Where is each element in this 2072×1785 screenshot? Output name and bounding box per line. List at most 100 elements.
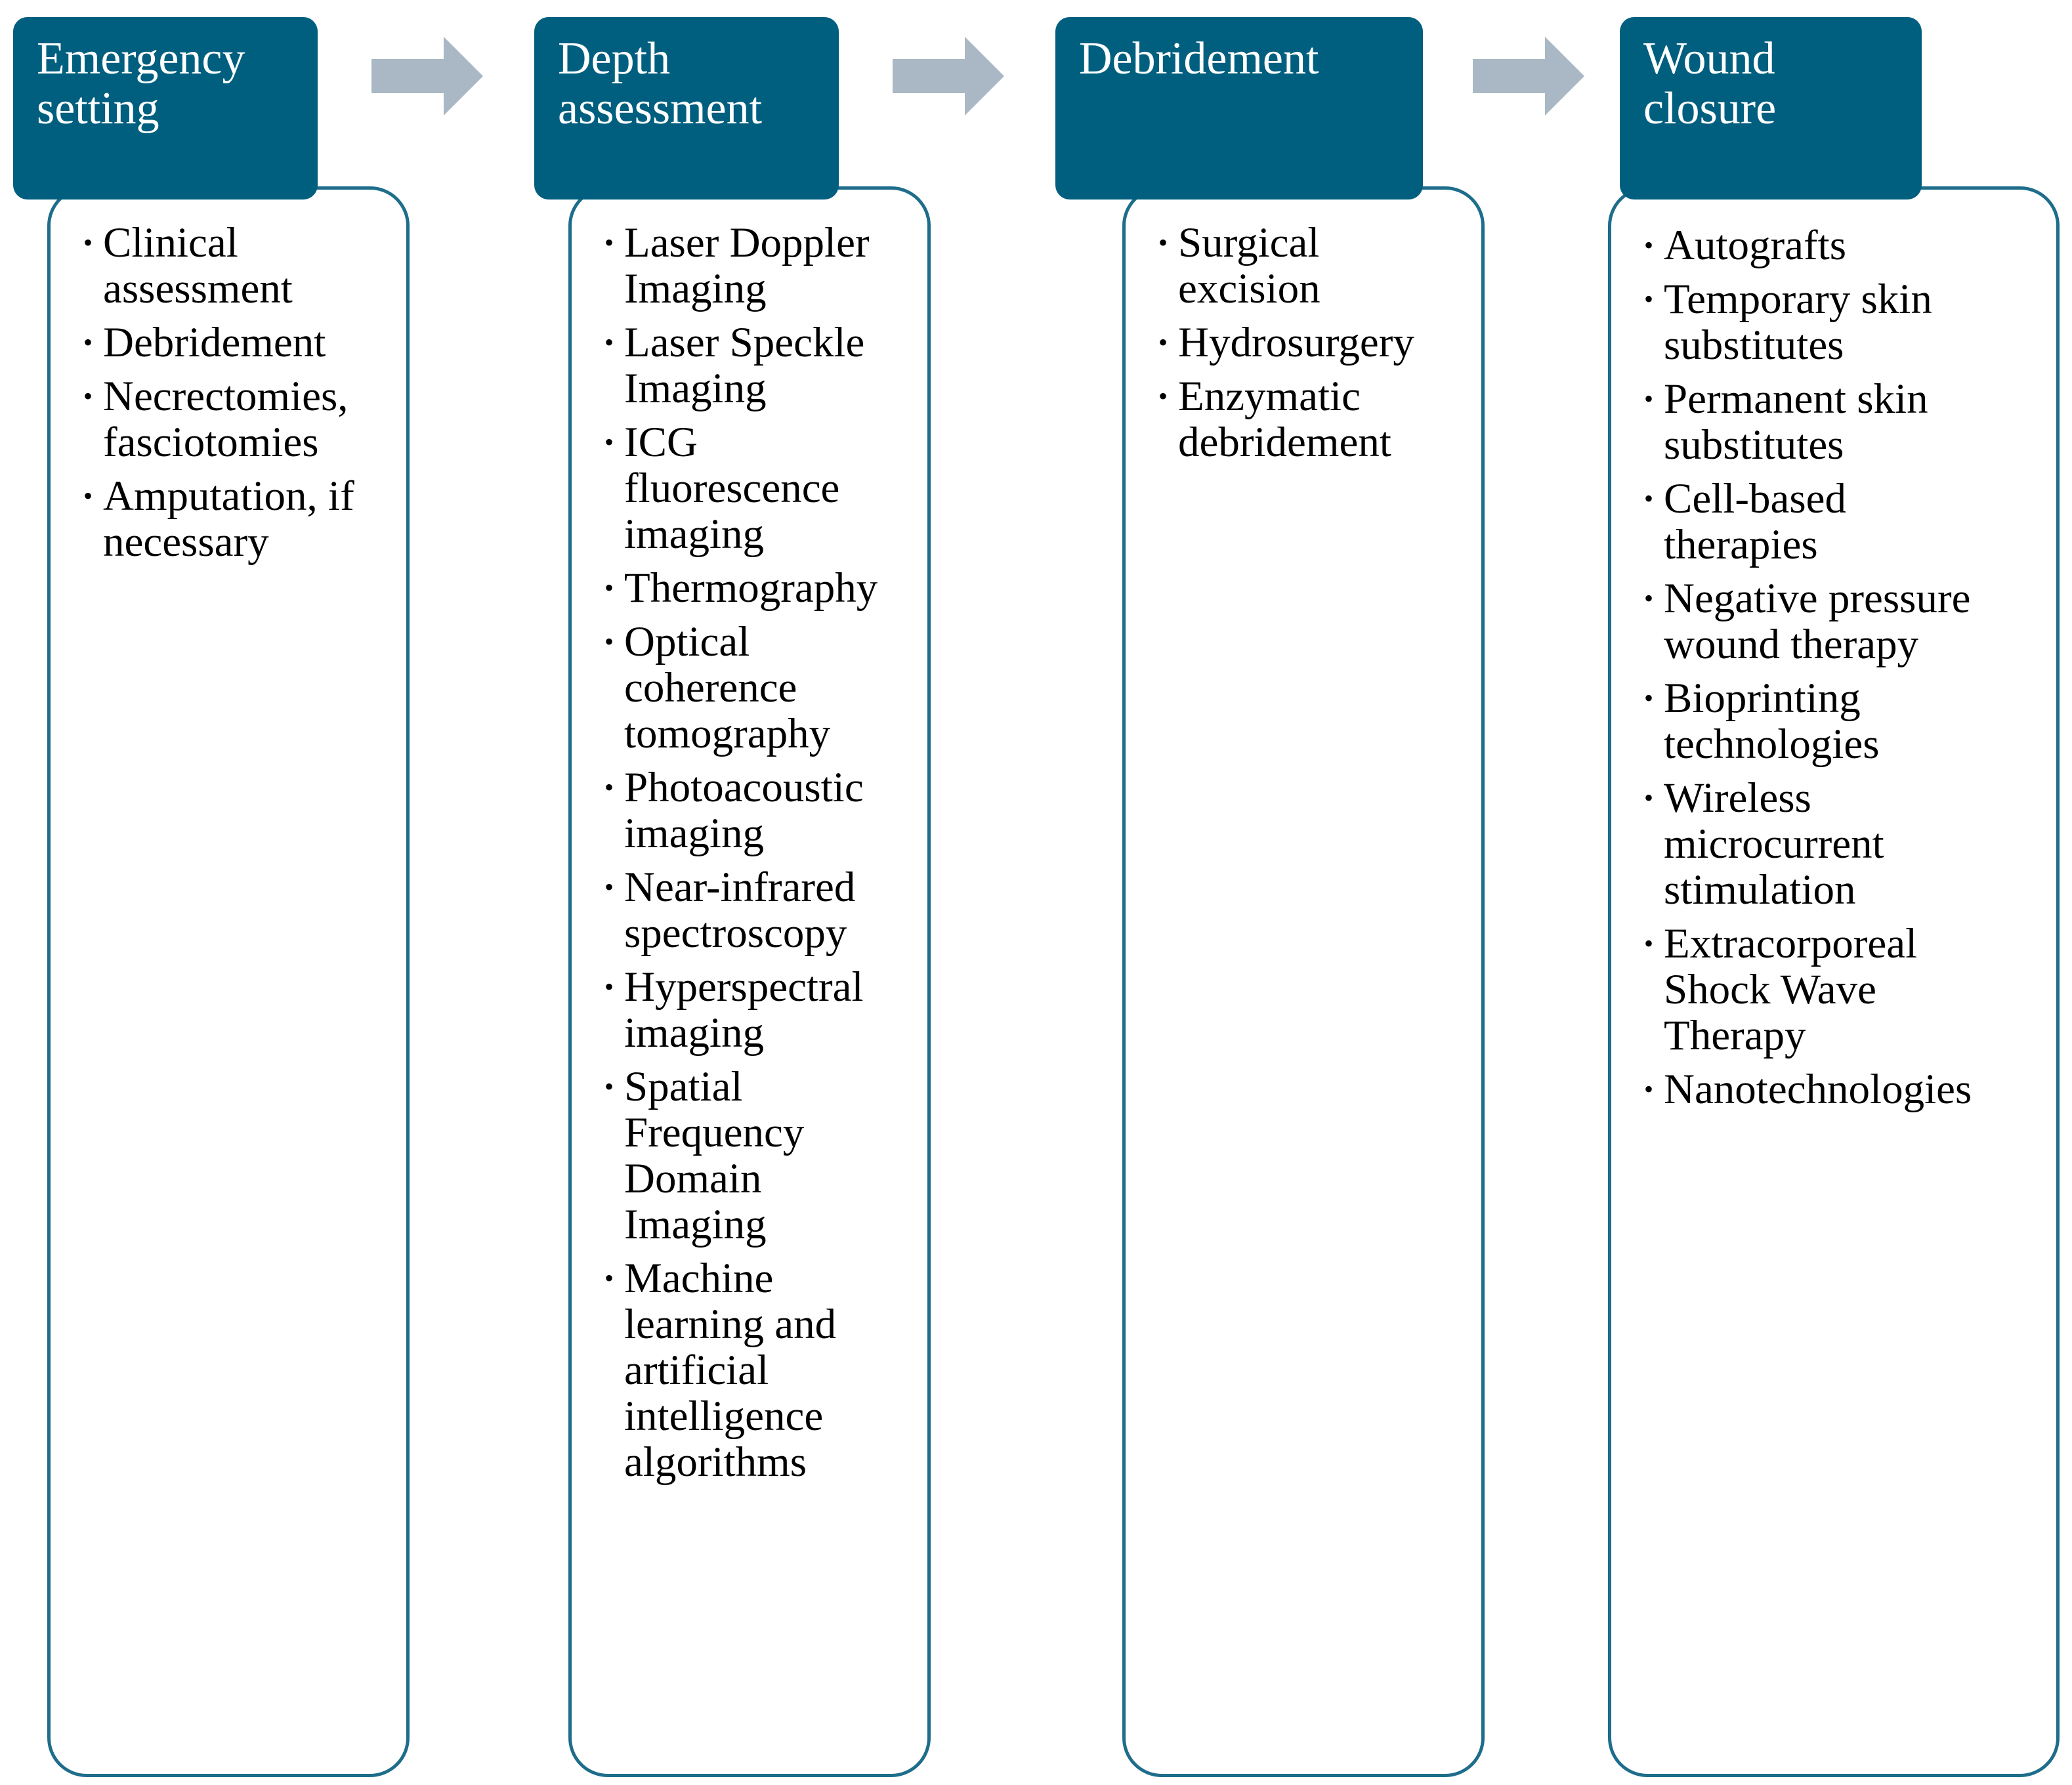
stage-item-text: Near-infrared bbox=[624, 864, 856, 911]
stage-item-text: excision bbox=[1178, 265, 1321, 312]
bullet-icon: • bbox=[1644, 783, 1654, 812]
stage-item-text: Surgical bbox=[1178, 219, 1320, 266]
stage-item: •Necrectomies,fasciotomies bbox=[51, 373, 406, 465]
stage-item-text: Frequency bbox=[624, 1109, 805, 1156]
stage-item-text: imaging bbox=[624, 810, 765, 857]
stage-item-text: artificial bbox=[624, 1347, 769, 1394]
stage-item-text: Imaging bbox=[624, 265, 767, 312]
bullet-icon: • bbox=[1644, 929, 1654, 958]
bullet-icon: • bbox=[83, 327, 93, 357]
bullet-icon: • bbox=[604, 972, 614, 1001]
stage-item-text: therapies bbox=[1664, 521, 1818, 568]
stage-item-text: Photoacoustic bbox=[624, 764, 864, 811]
stage-title-line: Depth bbox=[558, 33, 671, 84]
bullet-icon: • bbox=[604, 228, 614, 257]
bullet-icon: • bbox=[604, 772, 614, 802]
stage-item-text: Wireless bbox=[1664, 774, 1811, 822]
stage-item-text: Domain bbox=[624, 1155, 762, 1202]
bullet-icon: • bbox=[1644, 683, 1654, 713]
stage-item: • Nanotechnologies bbox=[1611, 1066, 2056, 1112]
stage-item-text: Machine bbox=[624, 1255, 774, 1302]
stage-item-text: Permanent skin bbox=[1664, 375, 1928, 423]
stage-item-text: Nanotechnologies bbox=[1664, 1066, 1972, 1113]
stage-header: Depth assessment bbox=[534, 17, 839, 200]
stage-item-text: Thermography bbox=[624, 564, 878, 612]
stage-item-text: Autografts bbox=[1664, 222, 1846, 269]
bullet-icon: • bbox=[604, 872, 614, 902]
stage-item-text: Shock Wave bbox=[1664, 966, 1876, 1013]
stage-item-text: Necrectomies, bbox=[103, 373, 349, 420]
stage-item-text: Therapy bbox=[1664, 1012, 1806, 1059]
stage-item-text: Enzymatic bbox=[1178, 373, 1361, 420]
stage-item-text: Temporary skin bbox=[1664, 276, 1932, 323]
stage-item-text: Hyperspectral bbox=[624, 963, 864, 1011]
stage-item-text: tomography bbox=[624, 710, 831, 757]
bullet-icon: • bbox=[1644, 1074, 1654, 1104]
bullet-icon: • bbox=[1158, 327, 1168, 357]
stage-item-text: Laser Doppler bbox=[624, 219, 870, 266]
stage-item-text: Cell-based bbox=[1664, 475, 1846, 522]
bullet-icon: • bbox=[1158, 228, 1168, 257]
bullet-icon: • bbox=[1644, 484, 1654, 513]
stage-item: •Autografts bbox=[1611, 222, 2056, 268]
stage-item-text: wound therapy bbox=[1664, 621, 1919, 668]
stage-item-text: substitutes bbox=[1664, 421, 1844, 469]
bullet-icon: • bbox=[604, 1072, 614, 1101]
stage-title-line: setting bbox=[37, 83, 159, 134]
stage-item-text: stimulation bbox=[1664, 866, 1856, 914]
stage-item-text: imaging bbox=[624, 511, 765, 558]
stage-item-text: Amputation, if bbox=[103, 472, 354, 520]
stage-item-text: Imaging bbox=[624, 365, 767, 412]
stage-item-text: Imaging bbox=[624, 1201, 767, 1248]
stage-item-text: learning and bbox=[624, 1301, 837, 1348]
right-arrow-icon bbox=[1473, 37, 1584, 116]
stage-item-text: coherence bbox=[624, 664, 797, 711]
bullet-icon: • bbox=[1644, 284, 1654, 314]
stage-item-text: Clinical bbox=[103, 219, 238, 266]
stage-item-text: Debridement bbox=[103, 319, 326, 366]
bullet-icon: • bbox=[604, 627, 614, 656]
stage-item-text: assessment bbox=[103, 265, 293, 312]
stage-item-text: Optical bbox=[624, 618, 750, 665]
bullet-icon: • bbox=[604, 327, 614, 357]
bullet-icon: • bbox=[1644, 583, 1654, 613]
stage-item-text: Bioprinting bbox=[1664, 675, 1861, 722]
stage-header: Wound closure bbox=[1620, 17, 1922, 200]
stage-item-text: algorithms bbox=[624, 1438, 807, 1486]
stage-title-line: Emergency bbox=[37, 33, 245, 84]
bullet-icon: • bbox=[83, 381, 93, 411]
stage-title-line: closure bbox=[1643, 83, 1777, 134]
right-arrow-icon bbox=[371, 37, 483, 116]
stage-item-text: imaging bbox=[624, 1009, 765, 1057]
stage-item-text: intelligence bbox=[624, 1393, 824, 1440]
stage-item-text: debridement bbox=[1178, 419, 1391, 466]
stage-item-text: Negative pressure bbox=[1664, 575, 1971, 622]
stage-item-text: fluorescence bbox=[624, 465, 840, 512]
right-arrow-icon bbox=[893, 37, 1004, 116]
bullet-icon: • bbox=[83, 228, 93, 257]
stage-item: • Debridement bbox=[51, 320, 406, 366]
